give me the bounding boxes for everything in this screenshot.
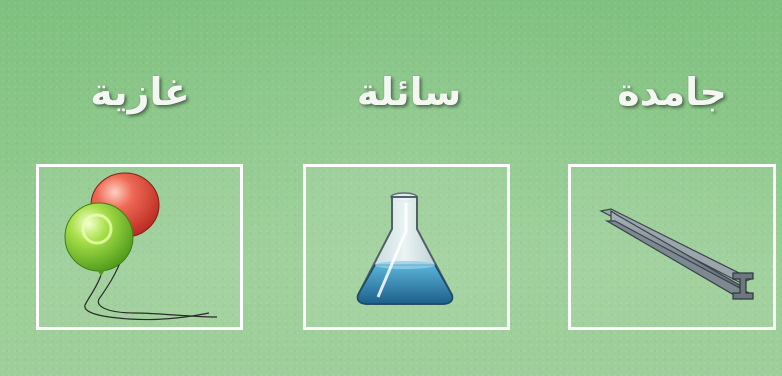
label-solid: جامدة — [562, 70, 782, 114]
steel-beam-icon — [571, 167, 773, 327]
panel-liquid — [303, 164, 510, 330]
panel-solid — [568, 164, 776, 330]
panel-gas — [36, 164, 243, 330]
label-gas: غازية — [30, 70, 250, 114]
flask-icon — [306, 167, 507, 327]
balloons-icon — [39, 167, 240, 327]
label-liquid: سائلة — [299, 70, 519, 114]
